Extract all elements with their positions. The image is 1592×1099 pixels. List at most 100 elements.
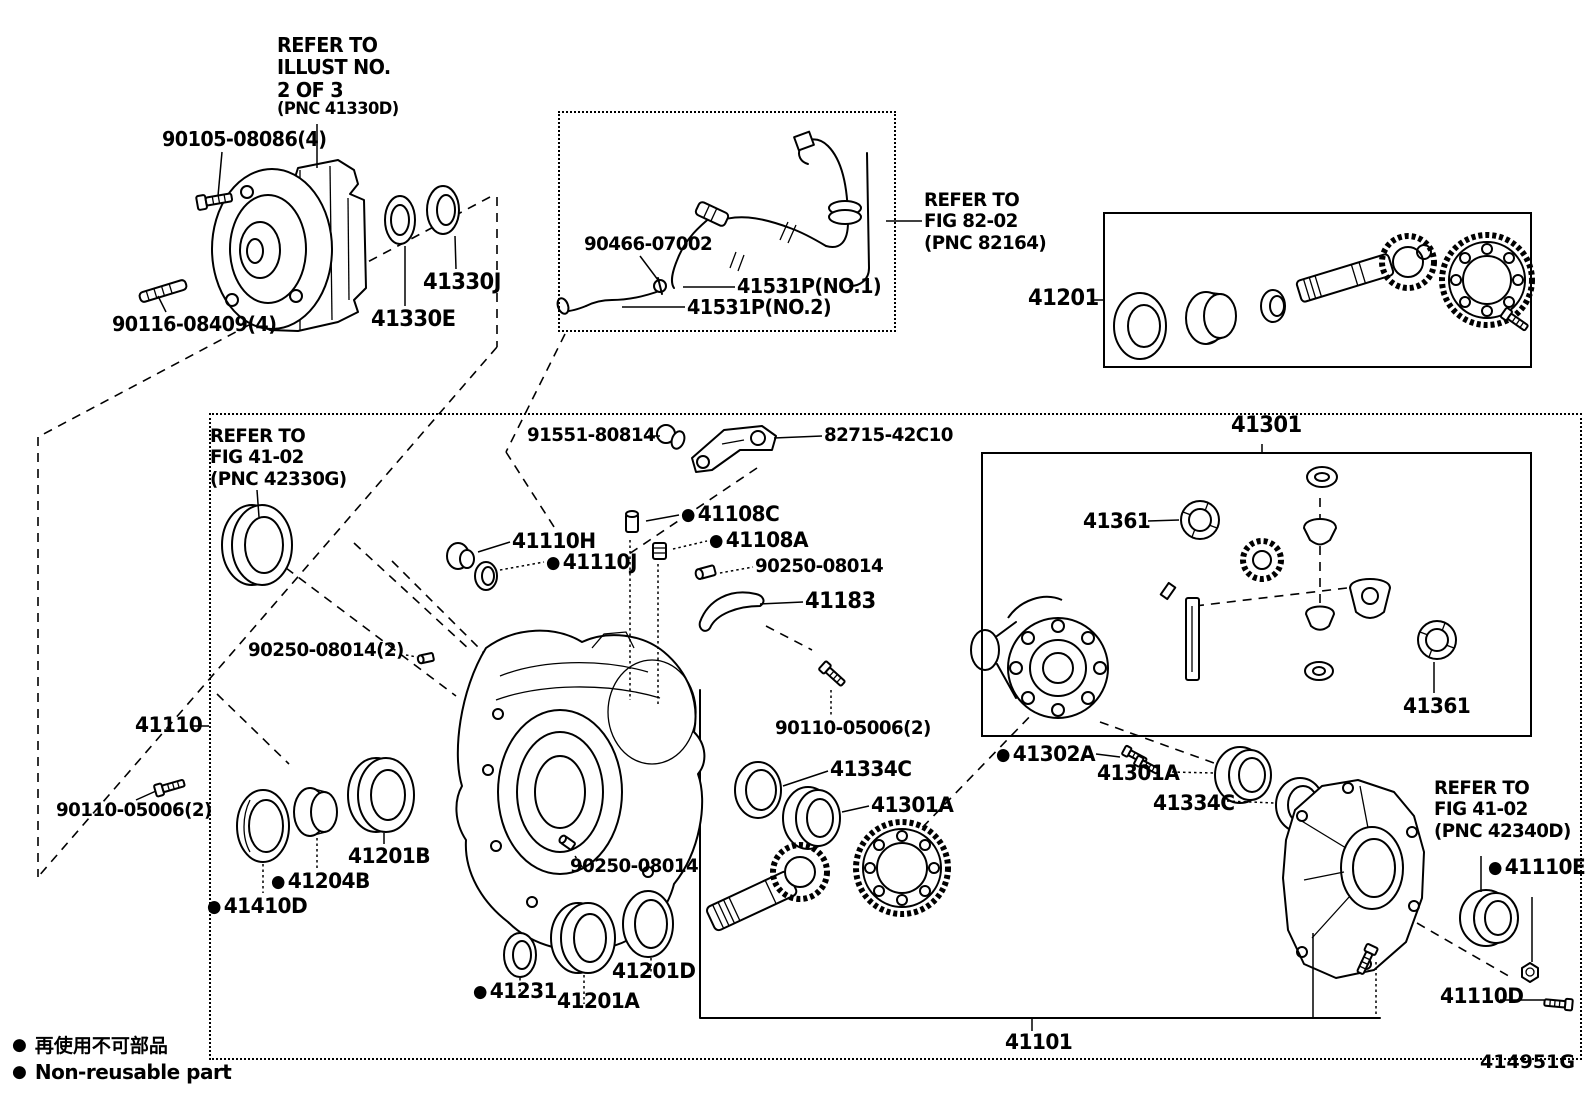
side-gear-right-icon bbox=[1350, 579, 1390, 618]
legend-row-en: ● Non-reusable part bbox=[12, 1058, 232, 1085]
part-label-p41110: 41110 bbox=[135, 713, 203, 737]
plug-41108C-icon bbox=[626, 511, 638, 532]
oil-deflector-41183-icon bbox=[700, 592, 764, 630]
part-label-p41410D: ●41410D bbox=[207, 894, 308, 918]
ring-gear-lower-icon bbox=[856, 822, 948, 914]
seal-41231-icon bbox=[504, 933, 536, 977]
stud-90116-icon bbox=[139, 279, 188, 303]
non-reusable-dot-icon: ● bbox=[473, 981, 487, 1002]
diff-case-kit bbox=[971, 467, 1457, 718]
part-label-p41183: 41183 bbox=[805, 589, 876, 614]
non-reusable-dot-icon: ● bbox=[546, 552, 560, 573]
plug-41108A-icon bbox=[653, 543, 666, 559]
ring-41330J-icon bbox=[427, 186, 459, 234]
projection-lines bbox=[38, 197, 1512, 978]
legend-text-en: Non-reusable part bbox=[34, 1059, 232, 1084]
rear-cover bbox=[1283, 780, 1424, 978]
carrier-housing bbox=[456, 631, 704, 951]
part-label-p90110L: 90110-05006(2) bbox=[56, 799, 212, 821]
pinion-gear-icon bbox=[1243, 541, 1281, 579]
part-label-p41531P2: 41531P(NO.2) bbox=[687, 295, 832, 319]
legend: ● 再使用不可部品 ● Non-reusable part bbox=[12, 1031, 232, 1085]
part-label-p41201: 41201 bbox=[1028, 286, 1099, 311]
part-label-p90466: 90466-07002 bbox=[584, 233, 713, 255]
drive-pinion-lower-icon bbox=[705, 845, 827, 932]
bearing-41301A-right-icon bbox=[1215, 747, 1271, 803]
part-label-p82715: 82715-42C10 bbox=[824, 424, 953, 446]
part-label-p41301: 41301 bbox=[1231, 413, 1302, 438]
bracket-82715-icon bbox=[692, 426, 776, 472]
part-label-p91551: 91551-80814 bbox=[527, 424, 656, 446]
part-label-p41302A: ●41302A bbox=[996, 742, 1096, 766]
part-label-p90250x2: 90250-08014(2) bbox=[248, 639, 404, 661]
part-label-p41361R: 41361 bbox=[1403, 694, 1471, 718]
part-label-p41201B: 41201B bbox=[348, 844, 431, 868]
figure-code: 414951G bbox=[1480, 1051, 1575, 1073]
side-gear-top-icon bbox=[1304, 519, 1336, 545]
legend-text-jp: 再使用不可部品 bbox=[34, 1035, 168, 1057]
part-label-p41330J: 41330J bbox=[423, 270, 501, 295]
part-label-p90105: 90105-08086(4) bbox=[162, 127, 327, 151]
bearing-41201B-icon bbox=[348, 758, 414, 832]
side-bearing-42330G-icon bbox=[222, 505, 292, 585]
part-label-p90116: 90116-08409(4) bbox=[112, 312, 277, 336]
breather-tubes bbox=[556, 132, 869, 316]
non-reusable-dot-icon: ● bbox=[681, 504, 695, 525]
part-label-p41101: 41101 bbox=[1005, 1030, 1073, 1054]
bolt-90110-left-icon bbox=[152, 776, 187, 798]
part-label-p41334Cm: 41334C bbox=[830, 757, 912, 781]
part-label-p90110M: 90110-05006(2) bbox=[775, 717, 931, 739]
bolt-91551-icon bbox=[657, 425, 687, 451]
legend-row-jp: ● 再使用不可部品 bbox=[12, 1031, 231, 1058]
drive-pinion-ring-gear-set bbox=[1114, 235, 1532, 359]
bearing-41110E-icon bbox=[1460, 890, 1518, 946]
part-label-p41330E: 41330E bbox=[371, 307, 456, 332]
part-label-p41334Cr: 41334C bbox=[1153, 791, 1235, 815]
diff-case-box bbox=[981, 452, 1532, 737]
part-label-p41110J: ●41110J bbox=[546, 550, 637, 574]
non-reusable-dot-icon: ● bbox=[12, 1061, 27, 1082]
part-label-p41231: ●41231 bbox=[473, 979, 558, 1003]
part-label-p41110D: 41110D bbox=[1440, 984, 1524, 1008]
bearing-41201A-icon bbox=[551, 903, 615, 973]
non-reusable-dot-icon: ● bbox=[1488, 857, 1502, 878]
part-label-p41110H: 41110H bbox=[512, 529, 596, 553]
part-label-p41361L: 41361 bbox=[1083, 509, 1151, 533]
part-label-p41108C: ●41108C bbox=[681, 502, 780, 526]
breather-detail-box bbox=[558, 111, 896, 332]
ring-41201D-icon bbox=[623, 891, 673, 957]
coupling-assembly bbox=[212, 160, 366, 331]
non-reusable-dot-icon: ● bbox=[12, 1034, 27, 1055]
bearing-41301A-mid-icon bbox=[783, 787, 840, 849]
drive-pinion-box bbox=[1103, 212, 1532, 368]
part-label-p90250a: 90250-08014 bbox=[755, 555, 884, 577]
part-label-p41201D: 41201D bbox=[612, 959, 696, 983]
seal-41110J-icon bbox=[475, 562, 497, 590]
nut-41204B-icon bbox=[294, 788, 337, 836]
non-reusable-dot-icon: ● bbox=[271, 871, 285, 892]
part-label-p41201A: 41201A bbox=[557, 989, 640, 1013]
seal-41330E-icon bbox=[385, 196, 415, 244]
part-label-p41110E: ●41110E bbox=[1488, 855, 1586, 879]
part-label-p41301Am: 41301A bbox=[871, 793, 954, 817]
non-reusable-dot-icon: ● bbox=[709, 530, 723, 551]
part-label-note-illust-pnc: (PNC 41330D) bbox=[277, 99, 399, 119]
nut-41110E-icon bbox=[1522, 963, 1538, 982]
part-label-p90250m: 90250-08014 bbox=[570, 855, 699, 877]
part-label-p41204B: ●41204B bbox=[271, 869, 370, 893]
non-reusable-dot-icon: ● bbox=[207, 896, 221, 917]
lock-pin-icon bbox=[1161, 583, 1176, 599]
seal-41410D-icon bbox=[237, 790, 289, 862]
leader-lines bbox=[136, 124, 1544, 1031]
part-label-p41531P1: 41531P(NO.1) bbox=[737, 274, 882, 298]
cap-41110H-icon bbox=[447, 543, 474, 569]
main-area-box bbox=[209, 413, 1582, 1060]
non-reusable-dot-icon: ● bbox=[996, 744, 1010, 765]
thrust-washer-icon bbox=[1306, 607, 1334, 630]
